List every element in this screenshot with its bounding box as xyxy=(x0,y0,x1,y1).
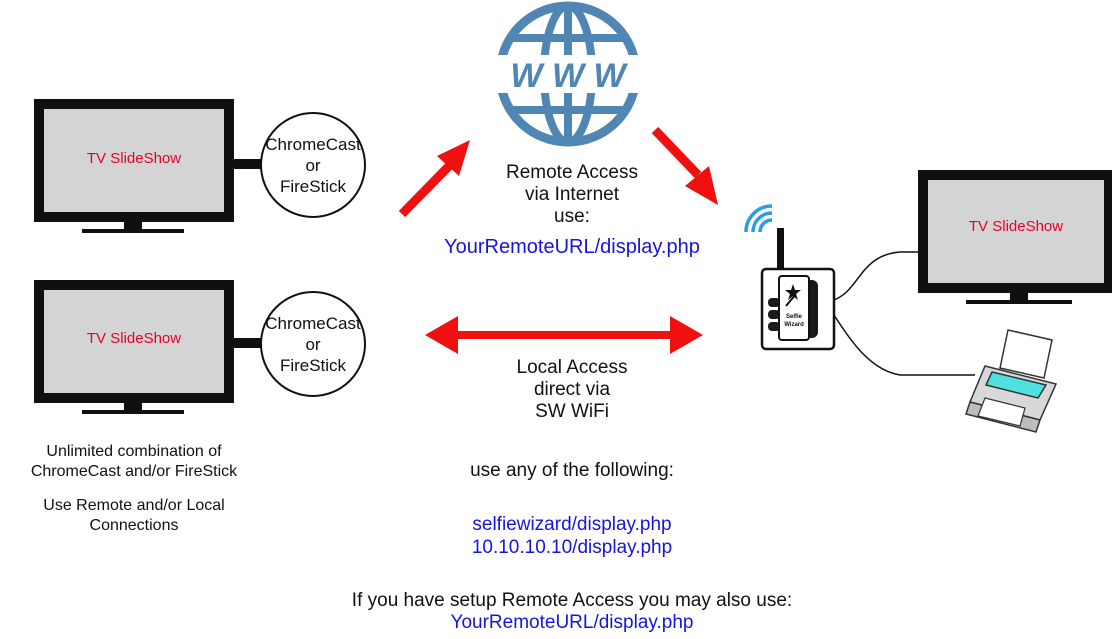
tv-label: TV SlideShow xyxy=(87,330,181,347)
svg-text:Selfie: Selfie xyxy=(786,314,803,320)
remote-access-label: Remote Access via Internet use: xyxy=(506,162,638,227)
hdmi-connector xyxy=(234,159,262,169)
dongle-bottom: ChromeCast or FireStick xyxy=(260,291,366,397)
use-any-label: use any of the following: xyxy=(470,460,674,481)
selfie-wizard-device: Selfie Wizard xyxy=(744,204,836,351)
tv-label: TV SlideShow xyxy=(969,218,1063,235)
svg-text:FireStick: FireStick xyxy=(280,356,347,375)
arrow-up-to-internet xyxy=(398,140,470,218)
tv-screen xyxy=(928,180,1104,283)
svg-text:or: or xyxy=(305,156,320,175)
cable-to-printer xyxy=(833,314,975,376)
footer-note: If you have setup Remote Access you may … xyxy=(272,590,872,634)
printer-icon xyxy=(965,329,1058,433)
arrow-local-bidirectional xyxy=(425,316,703,354)
remote-url-link[interactable]: YourRemoteURL/display.php xyxy=(444,236,700,258)
tv-right: TV SlideShow xyxy=(918,170,1112,304)
cable-to-tv xyxy=(833,251,920,301)
svg-text:or: or xyxy=(305,335,320,354)
hdmi-connector xyxy=(234,338,262,348)
tv-bottom-left: TV SlideShow xyxy=(34,280,234,414)
svg-text:W W W: W W W xyxy=(510,57,628,95)
globe-icon: W W W xyxy=(495,1,641,147)
left-note: Unlimited combination of ChromeCast and/… xyxy=(30,443,238,534)
tv-label: TV SlideShow xyxy=(87,150,181,167)
footer-remote-url-link[interactable]: YourRemoteURL/display.php xyxy=(450,612,694,633)
svg-text:FireStick: FireStick xyxy=(280,177,347,196)
svg-text:ChromeCast: ChromeCast xyxy=(265,135,361,154)
tv-screen xyxy=(44,109,224,212)
tv-screen xyxy=(44,290,224,393)
local-url-selfiewizard[interactable]: selfiewizard/display.php xyxy=(472,514,672,535)
local-access-label: Local Access direct via SW WiFi xyxy=(516,357,628,422)
svg-text:ChromeCast: ChromeCast xyxy=(265,314,361,333)
svg-text:Wizard: Wizard xyxy=(784,322,804,328)
arrow-down-to-device xyxy=(651,126,718,205)
dongle-top: ChromeCast or FireStick xyxy=(260,112,366,218)
local-url-ip[interactable]: 10.10.10.10/display.php xyxy=(471,537,673,558)
tv-top-left: TV SlideShow xyxy=(34,99,234,233)
